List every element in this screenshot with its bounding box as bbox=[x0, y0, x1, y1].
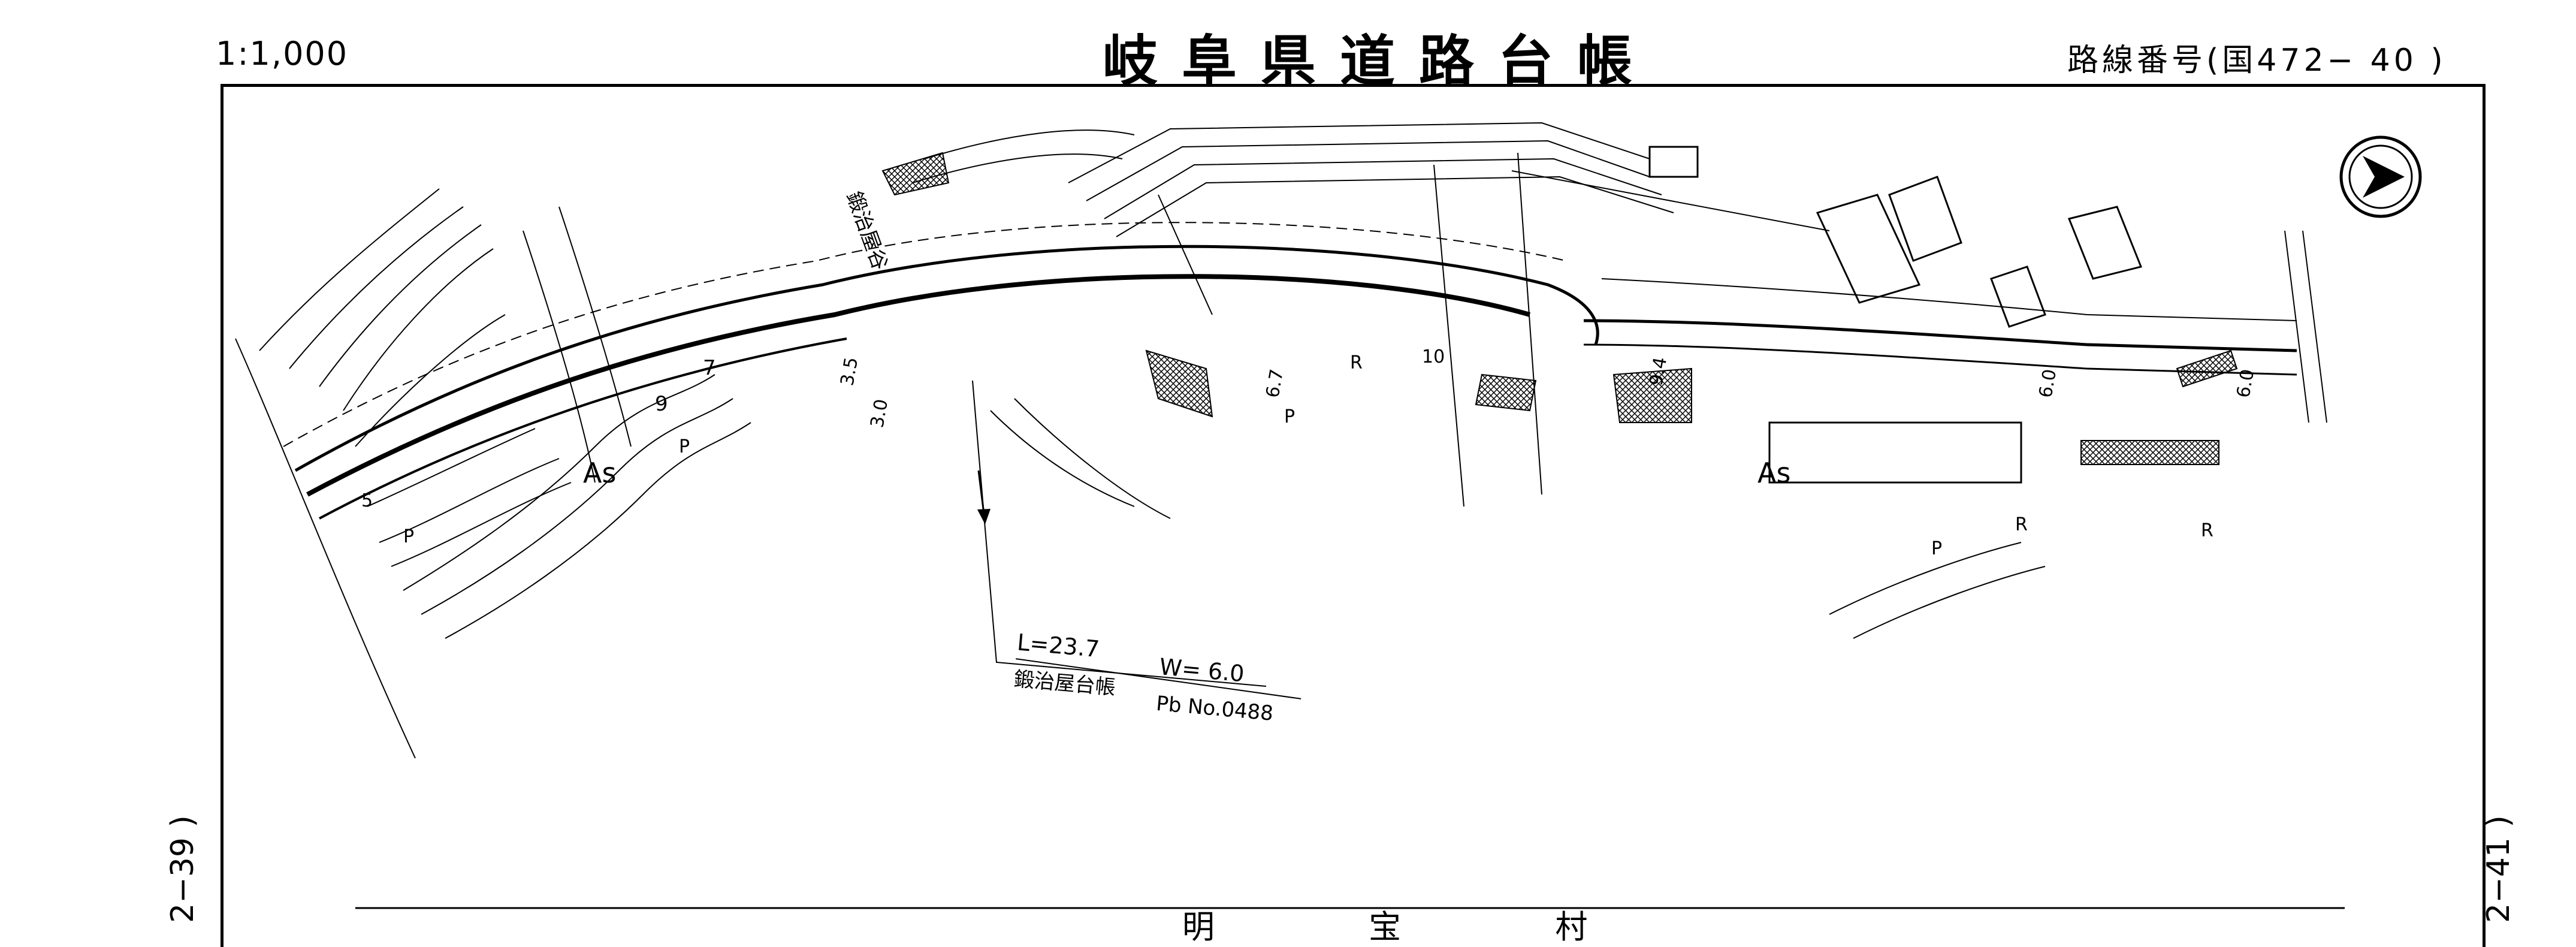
road-surface-label-right: As bbox=[1757, 457, 1790, 489]
pole-mark: P bbox=[1284, 406, 1295, 427]
width-label: 5 bbox=[361, 490, 373, 511]
adjacent-sheet-left: 2−39 ) bbox=[164, 815, 201, 923]
rail-mark: R bbox=[2015, 514, 2028, 535]
north-arrow-icon bbox=[2339, 135, 2422, 218]
rail-mark: R bbox=[1350, 352, 1363, 373]
bridge-info: L=23.7 W= 6.0 鍛治屋台帳 Pb No.0488 bbox=[1013, 629, 1301, 726]
rail-mark: R bbox=[2201, 520, 2213, 541]
adjacent-sheet-right: 2−41 ) bbox=[2480, 815, 2517, 923]
hill-lines bbox=[235, 194, 2327, 759]
width-label: 6.0 bbox=[2233, 367, 2258, 399]
width-label: 3.5 bbox=[836, 355, 862, 387]
flow-arrowhead-icon bbox=[977, 509, 990, 524]
village-name: 明 宝 村 bbox=[1182, 908, 1659, 945]
contour-lines bbox=[259, 129, 2046, 639]
width-label: 6.7 bbox=[1262, 367, 1288, 399]
road-surface-label: As bbox=[583, 457, 616, 489]
width-label: 10 bbox=[1422, 346, 1445, 367]
bridge-length: L=23.7 bbox=[1016, 629, 1101, 662]
road-map: As As 9 7 3.5 3.0 6.7 10 6.0 6.0 5 9.4 P… bbox=[235, 122, 2422, 945]
leader-lines bbox=[972, 152, 1830, 687]
stream-name: 鍛治屋谷 bbox=[842, 188, 892, 273]
road-main bbox=[283, 222, 2297, 520]
road-labels: As As 9 7 3.5 3.0 6.7 10 6.0 6.0 5 9.4 P… bbox=[361, 346, 2258, 559]
width-label: 9.4 bbox=[1645, 355, 1671, 387]
width-label: 9 bbox=[655, 392, 668, 416]
pole-mark: P bbox=[1931, 538, 1942, 559]
pole-mark: P bbox=[679, 436, 690, 457]
buildings bbox=[1648, 146, 2143, 484]
terraces bbox=[1068, 122, 1674, 237]
page-title: 岐阜県道路台帳 bbox=[1103, 29, 1657, 94]
pole-mark: P bbox=[403, 526, 414, 547]
width-label: 7 bbox=[703, 356, 716, 380]
map-frame: As As 9 7 3.5 3.0 6.7 10 6.0 6.0 5 9.4 P… bbox=[221, 84, 2486, 947]
width-label: 6.0 bbox=[2035, 367, 2061, 399]
map-scale: 1:1,000 bbox=[216, 35, 349, 73]
bridge-width: W= 6.0 bbox=[1158, 653, 1245, 687]
hatched-areas bbox=[881, 152, 2238, 465]
route-number: 路線番号(国472− 40 ) bbox=[2067, 43, 2447, 79]
bridge-ref: Pb No.0488 bbox=[1155, 692, 1275, 726]
width-label: 3.0 bbox=[866, 397, 892, 429]
